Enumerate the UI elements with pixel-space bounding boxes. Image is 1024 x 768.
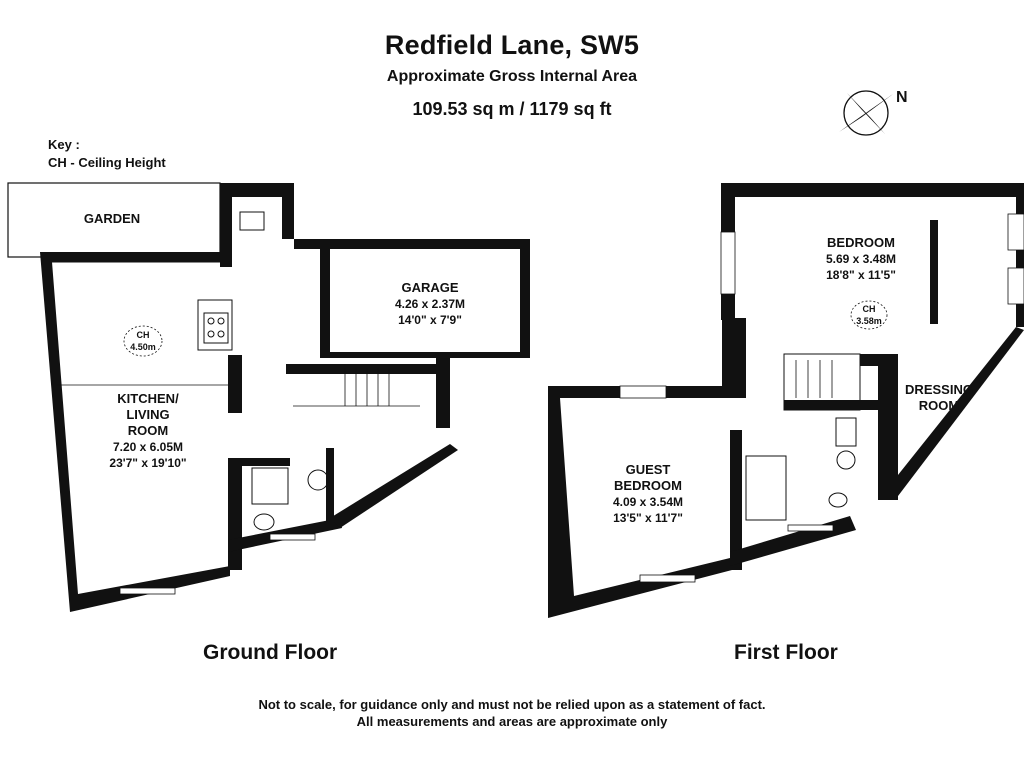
guest-bedroom-metric: 4.09 x 3.54M [613, 495, 683, 509]
guest-bedroom-walls [548, 386, 746, 618]
bedroom-name: BEDROOM [827, 235, 895, 250]
bedroom-imperial: 18'8" x 11'5" [826, 268, 896, 282]
garden-label: GARDEN [84, 211, 140, 226]
garage-imperial: 14'0" x 7'9" [398, 313, 462, 327]
ff-ceiling-badge [850, 300, 888, 330]
dressing-room-line2: ROOM [919, 398, 959, 413]
gf-ceiling-value: 4.50m [130, 342, 156, 352]
kitchen-name-line1: KITCHEN/ [117, 391, 179, 406]
kitchen-name-line2: LIVING [126, 407, 169, 422]
kitchen-metric: 7.20 x 6.05M [113, 440, 183, 454]
guest-bedroom-imperial: 13'5" x 11'7" [613, 511, 683, 525]
ground-floor-plan [7, 182, 530, 612]
ground-floor-label: Ground Floor [203, 641, 338, 664]
first-floor-label: First Floor [734, 641, 838, 664]
gross-internal-area: 109.53 sq m / 1179 sq ft [412, 99, 612, 119]
bedroom-metric: 5.69 x 3.48M [826, 252, 896, 266]
gf-ceiling-label: CH [137, 330, 150, 340]
key-heading: Key : [48, 137, 80, 152]
garage-name: GARAGE [401, 280, 458, 295]
north-label: N [896, 89, 908, 106]
first-floor-plan [548, 183, 1024, 618]
plan-title: Redfield Lane, SW5 [384, 30, 640, 60]
gf-ceiling-badge [123, 325, 163, 357]
disclaimer-line1: Not to scale, for guidance only and must… [258, 697, 766, 712]
plan-subtitle: Approximate Gross Internal Area [386, 68, 638, 85]
guest-bedroom-line1: GUEST [626, 462, 671, 477]
disclaimer-line2: All measurements and areas are approxima… [356, 714, 668, 729]
kitchen-name-line3: ROOM [128, 423, 168, 438]
ff-ceiling-value: 3.58m [856, 316, 882, 326]
ff-ceiling-label: CH [863, 304, 876, 314]
kitchen-outer-wall [40, 252, 230, 612]
dressing-room-line1: DRESSING [905, 382, 973, 397]
garage-metric: 4.26 x 2.37M [395, 297, 465, 311]
key-ceiling-height: CH - Ceiling Height [48, 155, 166, 170]
guest-bedroom-line2: BEDROOM [614, 478, 682, 493]
kitchen-imperial: 23'7" x 19'10" [109, 456, 186, 470]
north-compass-icon: N [839, 89, 908, 136]
